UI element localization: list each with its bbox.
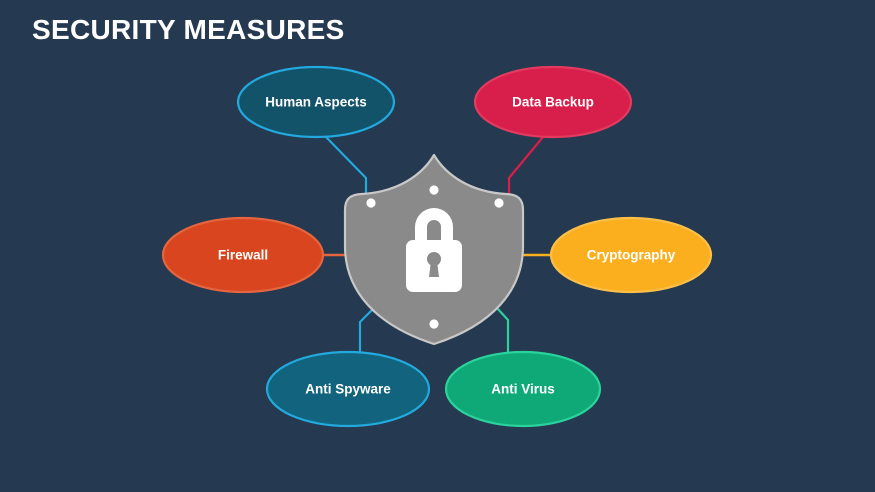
node-data-backup[interactable]: [473, 65, 633, 139]
shield-dot-left: [366, 198, 376, 208]
node-anti-spyware[interactable]: [265, 350, 431, 428]
shield-dot-bottom: [429, 319, 439, 329]
connector-human-aspects: [324, 135, 368, 198]
shield[interactable]: [343, 153, 525, 346]
connector-anti-virus: [495, 306, 510, 361]
node-ellipse: [161, 216, 325, 294]
node-ellipse: [236, 65, 396, 139]
lock-icon: [406, 208, 462, 292]
node-human-aspects[interactable]: [236, 65, 396, 139]
connector-anti-spyware: [358, 308, 374, 361]
lock-keyhole-slot: [429, 261, 439, 277]
lock-shackle: [415, 208, 453, 243]
shield-dot-top: [429, 185, 439, 195]
lock-keyhole-circle: [427, 252, 441, 266]
shield-dot-right: [494, 198, 504, 208]
node-anti-virus[interactable]: [444, 350, 602, 428]
node-ellipse: [265, 350, 431, 428]
node-firewall[interactable]: [161, 216, 325, 294]
node-ellipse: [473, 65, 633, 139]
node-ellipse: [549, 216, 713, 294]
connector-data-backup: [507, 135, 545, 198]
node-cryptography[interactable]: [549, 216, 713, 294]
node-ellipse: [444, 350, 602, 428]
page-title: SECURITY MEASURES: [32, 14, 345, 45]
